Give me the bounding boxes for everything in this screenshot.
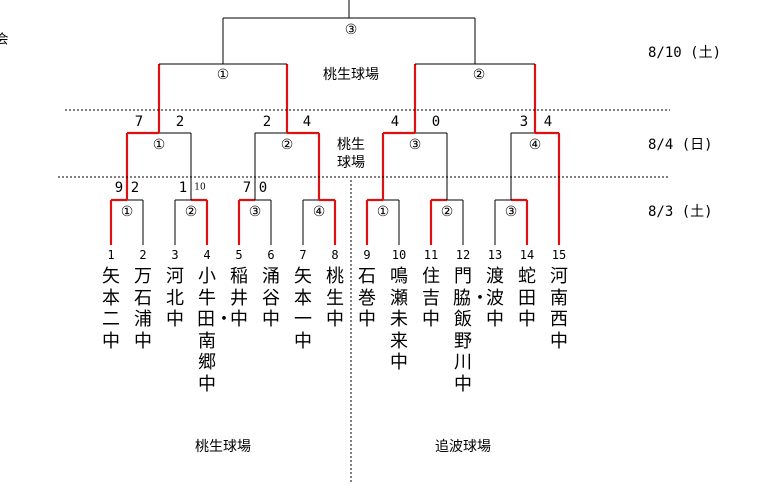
team-name: 河南西中 [550, 266, 568, 352]
round2-match-1-label: ① [152, 137, 166, 153]
round2-match-3-right-score: 0 [431, 114, 441, 130]
venue-bottom-right: 追波球場 [435, 439, 491, 455]
team-number: 15 [551, 248, 567, 262]
team-name: 河北中 [166, 266, 184, 330]
team-name: 石巻中 [358, 266, 376, 330]
team-number: 1 [107, 248, 115, 262]
team-number: 8 [331, 248, 339, 262]
venue-round2-line1: 桃生 [337, 137, 365, 153]
date-final-round: 8/10 (土) [648, 45, 722, 61]
venue-top: 桃生球場 [323, 67, 379, 83]
corner-text-fragment: 会 [0, 32, 9, 48]
round1-match-2-right-score: 10 [194, 182, 206, 193]
team-number: 4 [203, 248, 211, 262]
round2-match-2-left-score: 2 [262, 114, 272, 130]
date-round2: 8/4 (日) [648, 137, 713, 153]
date-round1: 8/3 (土) [648, 204, 713, 220]
round1-match-3-label: ③ [248, 204, 262, 220]
team-number: 3 [171, 248, 179, 262]
round2-match-4-label: ④ [528, 137, 542, 153]
team-name: 矢本一中 [294, 266, 312, 352]
team-number: 5 [235, 248, 243, 262]
semifinal-1-label: ① [216, 67, 230, 83]
round2-match-3-label: ③ [408, 137, 422, 153]
round2-match-4-left-score: 3 [519, 114, 529, 130]
team-name: 小牛田・南郷中 [197, 266, 233, 395]
team-name: 門脇・飯野川中 [453, 266, 489, 395]
venue-bottom-left: 桃生球場 [195, 439, 251, 455]
round1-match-1-right-score: 2 [130, 180, 140, 196]
round1-match-6-label: ② [440, 204, 454, 220]
round1-match-1-label: ① [120, 204, 134, 220]
team-number: 11 [423, 248, 439, 262]
round2-match-1-right-score: 2 [175, 114, 185, 130]
team-name: 稲井中 [230, 266, 248, 330]
round2-match-3-left-score: 4 [390, 114, 400, 130]
venue-round2-line2: 球場 [337, 155, 365, 171]
team-name: 桃生中 [326, 266, 344, 330]
team-name: 鳴瀬未来中 [390, 266, 408, 373]
round2-match-2-right-score: 4 [302, 114, 312, 130]
team-name: 蛇田中 [518, 266, 536, 330]
team-number: 6 [267, 248, 275, 262]
team-name: 万石浦中 [134, 266, 152, 352]
team-number: 12 [455, 248, 471, 262]
team-number: 14 [519, 248, 535, 262]
team-number: 2 [139, 248, 147, 262]
round2-match-2-label: ② [280, 137, 294, 153]
round2-match-4-right-score: 4 [543, 114, 553, 130]
final-label: ③ [344, 22, 358, 38]
round1-match-2-label: ② [184, 204, 198, 220]
team-number: 10 [391, 248, 407, 262]
team-number: 9 [363, 248, 371, 262]
team-name: 渡波中 [486, 266, 504, 330]
round1-match-2-left-score: 1 [178, 180, 188, 196]
round1-match-1-left-score: 9 [114, 180, 124, 196]
team-number: 7 [299, 248, 307, 262]
team-name: 住吉中 [422, 266, 440, 330]
round1-match-5-label: ① [376, 204, 390, 220]
round1-match-4-label: ④ [312, 204, 326, 220]
team-name: 矢本二中 [102, 266, 120, 352]
team-name: 涌谷中 [262, 266, 280, 330]
round1-match-7-label: ③ [504, 204, 518, 220]
semifinal-2-label: ② [472, 67, 486, 83]
round1-match-3-left-score: 7 [242, 180, 252, 196]
team-number: 13 [487, 248, 503, 262]
round2-match-1-left-score: 7 [134, 114, 144, 130]
round1-match-3-right-score: 0 [258, 180, 268, 196]
